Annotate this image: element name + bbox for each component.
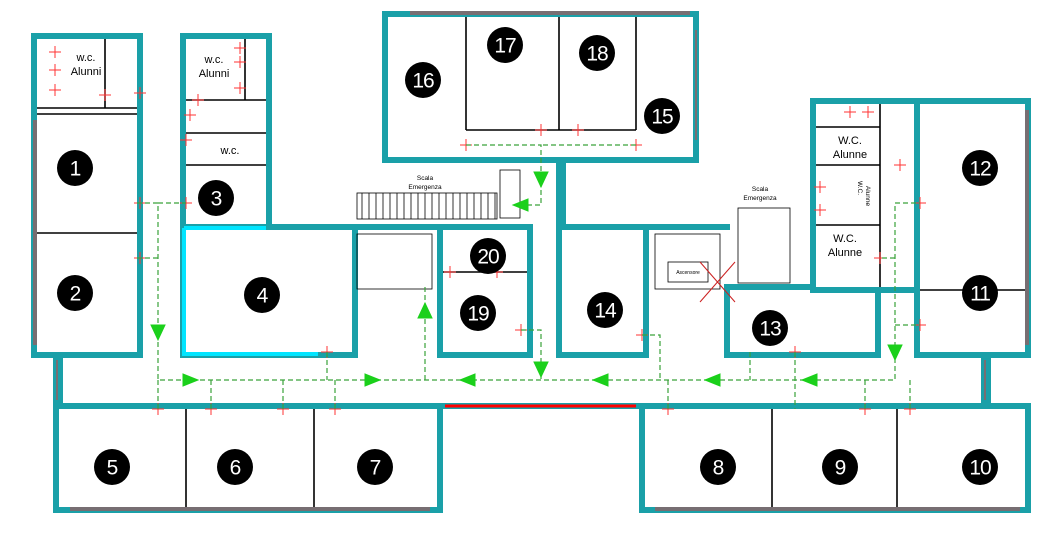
room-number: 20 xyxy=(477,246,499,269)
wc-label: W.C. xyxy=(833,233,857,245)
room-marker-circle xyxy=(244,277,280,313)
wc-label: Alunni xyxy=(71,66,102,78)
room-marker-6: 6 xyxy=(217,449,253,485)
room-marker-circle xyxy=(487,27,523,63)
wc-label: w.c. xyxy=(204,54,224,66)
elevator-label: Ascensore xyxy=(676,270,700,276)
room-marker-4: 4 xyxy=(244,277,280,313)
room-number: 10 xyxy=(969,457,991,480)
room-marker-5: 5 xyxy=(94,449,130,485)
room-marker-circle xyxy=(405,62,441,98)
arrow-icon xyxy=(533,171,549,189)
wc-label: w.c. xyxy=(76,52,96,64)
room-marker-circle xyxy=(579,35,615,71)
arrow-icon xyxy=(364,373,382,387)
arrow-icon xyxy=(703,373,721,387)
room-marker-circle xyxy=(57,150,93,186)
room-number: 18 xyxy=(586,43,608,66)
room-marker-circle xyxy=(752,310,788,346)
room-number: 2 xyxy=(70,283,81,306)
room-number: 6 xyxy=(230,457,241,480)
arrow-icon xyxy=(887,344,903,362)
room-marker-3: 3 xyxy=(198,180,234,216)
room-marker-10: 10 xyxy=(962,449,998,485)
room-number: 8 xyxy=(713,457,724,480)
room-marker-13: 13 xyxy=(752,310,788,346)
walls xyxy=(31,11,1031,513)
wc-label: W.C. xyxy=(856,181,863,195)
room-marker-circle xyxy=(644,98,680,134)
room-marker-circle xyxy=(962,449,998,485)
arrow-icon xyxy=(458,373,476,387)
room-marker-14: 14 xyxy=(587,292,623,328)
room-marker-12: 12 xyxy=(962,150,998,186)
room-marker-circle xyxy=(587,292,623,328)
stairs xyxy=(356,169,791,303)
room-marker-16: 16 xyxy=(405,62,441,98)
room-marker-circle xyxy=(357,449,393,485)
arrow-icon xyxy=(800,373,818,387)
wc-label: W.C. xyxy=(838,135,862,147)
room-marker-20: 20 xyxy=(470,238,506,274)
room-marker-circle xyxy=(700,449,736,485)
evacuation-arrows xyxy=(150,171,903,387)
room-marker-1: 1 xyxy=(57,150,93,186)
room-marker-17: 17 xyxy=(487,27,523,63)
room-marker-circle xyxy=(217,449,253,485)
room-4-highlight xyxy=(182,226,318,356)
room-marker-7: 7 xyxy=(357,449,393,485)
room-number: 4 xyxy=(257,285,269,308)
room-number: 16 xyxy=(412,70,434,93)
arrow-icon xyxy=(511,198,529,212)
arrow-icon xyxy=(150,324,166,342)
room-marker-15: 15 xyxy=(644,98,680,134)
room-number: 12 xyxy=(969,158,991,181)
arrow-icon xyxy=(417,301,433,319)
wc-label: Alunne xyxy=(833,149,867,161)
room-marker-circle xyxy=(460,295,496,331)
room-marker-2: 2 xyxy=(57,275,93,311)
wc-label: w.c. xyxy=(220,145,240,157)
wc-label: Alunni xyxy=(199,68,230,80)
room-number: 5 xyxy=(107,457,118,480)
room-marker-circle xyxy=(198,180,234,216)
room-number: 3 xyxy=(211,188,222,211)
stair-label: Emergenza xyxy=(743,195,777,202)
wc-label: Alunne xyxy=(828,247,862,259)
room-number: 9 xyxy=(835,457,846,480)
room-marker-19: 19 xyxy=(460,295,496,331)
room-number: 15 xyxy=(651,106,673,129)
arrow-icon xyxy=(182,373,200,387)
room-marker-circle xyxy=(962,150,998,186)
wc-label: Alunne xyxy=(864,186,871,207)
room-number: 1 xyxy=(70,158,81,181)
room-number: 17 xyxy=(494,35,516,58)
stair-label: Scala xyxy=(417,175,434,182)
stair-label: Emergenza xyxy=(408,184,442,191)
room-marker-circle xyxy=(962,275,998,311)
room-marker-18: 18 xyxy=(579,35,615,71)
room-number: 19 xyxy=(467,303,489,326)
room-marker-circle xyxy=(57,275,93,311)
room-marker-circle xyxy=(470,238,506,274)
room-marker-circle xyxy=(94,449,130,485)
room-number: 14 xyxy=(594,300,617,323)
stair-label: Scala xyxy=(752,186,769,193)
arrow-icon xyxy=(591,373,609,387)
room-number: 7 xyxy=(370,457,381,480)
room-labels: w.c. Alunni w.c. Alunni w.c. W.C. Alunne… xyxy=(71,52,871,276)
room-marker-9: 9 xyxy=(822,449,858,485)
room-marker-circle xyxy=(822,449,858,485)
room-marker-11: 11 xyxy=(962,275,998,311)
room-number: 11 xyxy=(970,283,990,306)
room-marker-8: 8 xyxy=(700,449,736,485)
arrow-icon xyxy=(533,361,549,379)
windows xyxy=(33,11,1029,511)
room-number: 13 xyxy=(759,318,781,341)
